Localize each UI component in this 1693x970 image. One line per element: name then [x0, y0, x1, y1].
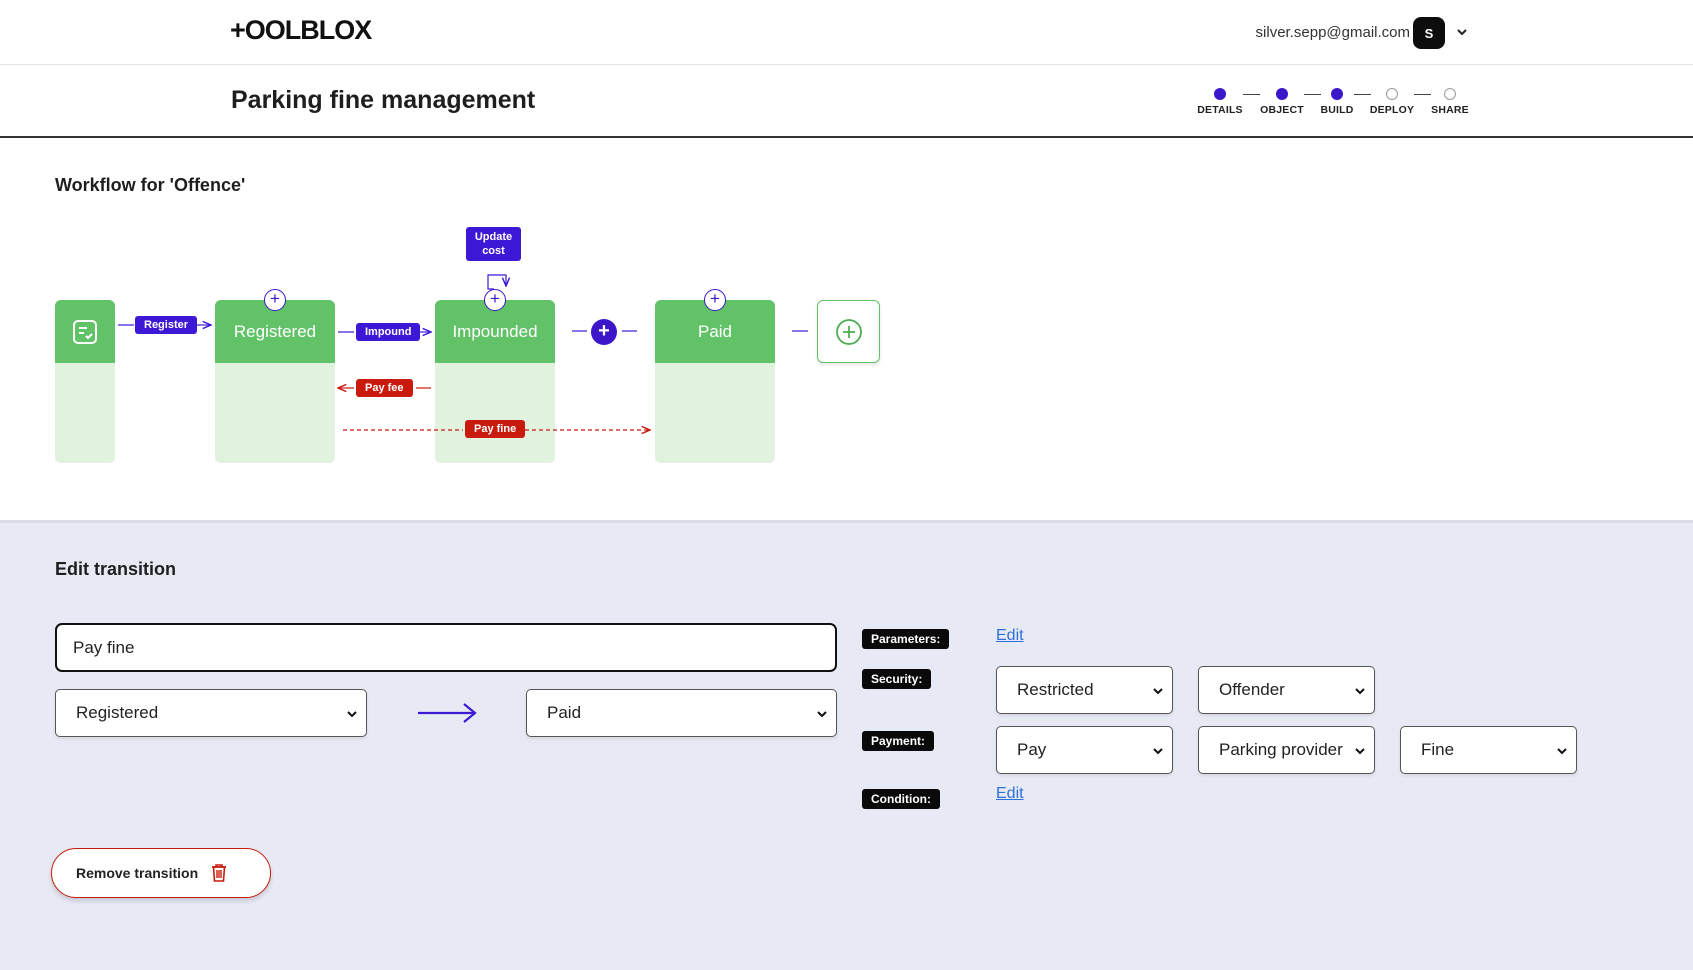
- security-type-select[interactable]: Restricted: [996, 666, 1173, 714]
- arrow-right-icon: [418, 703, 477, 723]
- start-node[interactable]: [55, 300, 115, 463]
- chevron-down-icon: [1557, 748, 1567, 755]
- trash-icon: [212, 864, 227, 882]
- app-logo[interactable]: +OOLBLOX: [230, 15, 372, 45]
- security-label: Security:: [862, 669, 932, 689]
- payment-type-value: Pay: [1017, 740, 1047, 759]
- security-role-value: Offender: [1219, 680, 1285, 699]
- transition-update-cost[interactable]: Update cost: [466, 227, 521, 261]
- step-label: DEPLOY: [1369, 104, 1415, 116]
- chevron-down-icon: [1153, 688, 1163, 695]
- step-label: BUILD: [1320, 104, 1354, 116]
- step-dot: [1214, 88, 1226, 100]
- transition-impound[interactable]: Impound: [356, 323, 421, 341]
- condition-label: Condition:: [862, 789, 940, 809]
- to-state-value: Paid: [547, 703, 582, 722]
- step-label: DETAILS: [1197, 104, 1243, 116]
- add-self-transition-icon[interactable]: +: [704, 289, 726, 311]
- transition-register[interactable]: Register: [135, 316, 198, 334]
- security-type-value: Restricted: [1017, 680, 1094, 699]
- chevron-down-icon: [1355, 688, 1365, 695]
- payment-amount-value: Fine: [1421, 740, 1455, 759]
- condition-edit-link[interactable]: Edit: [996, 785, 1024, 802]
- step-details[interactable]: DETAILS: [1190, 88, 1250, 116]
- avatar[interactable]: S: [1413, 17, 1445, 49]
- security-role-select[interactable]: Offender: [1198, 666, 1375, 714]
- transition-name-input[interactable]: [55, 623, 837, 672]
- form-icon: [73, 319, 97, 344]
- chevron-down-icon: [817, 711, 827, 718]
- parameters-edit-link[interactable]: Edit: [996, 627, 1024, 644]
- step-deploy[interactable]: DEPLOY: [1362, 88, 1422, 116]
- edit-transition-panel: Edit transition Registered Paid Paramete…: [0, 520, 1693, 970]
- from-state-select[interactable]: Registered: [55, 689, 367, 737]
- payment-recipient-select[interactable]: Parking provider: [1198, 726, 1375, 774]
- transition-pay-fine[interactable]: Pay fine: [465, 420, 526, 438]
- workflow-title: Workflow for 'Offence': [55, 175, 246, 195]
- step-build[interactable]: BUILD: [1307, 88, 1367, 116]
- step-label: SHARE: [1431, 104, 1469, 116]
- workflow-canvas: Workflow for 'Offence' Registered + Impo…: [0, 139, 1693, 520]
- plus-icon: [835, 318, 862, 345]
- state-paid[interactable]: Paid: [655, 300, 775, 463]
- payment-label: Payment:: [862, 731, 935, 751]
- title-bar: Parking fine management DETAILS OBJECT B…: [0, 66, 1693, 138]
- step-dot: [1386, 88, 1398, 100]
- from-state-value: Registered: [76, 703, 159, 722]
- payment-recipient-value: Parking provider: [1219, 740, 1343, 759]
- progress-stepper: DETAILS OBJECT BUILD DEPLOY SHARE: [1190, 88, 1480, 128]
- step-share[interactable]: SHARE: [1420, 88, 1480, 116]
- add-transition-icon[interactable]: +: [591, 319, 617, 345]
- chevron-down-icon: [347, 711, 357, 718]
- step-connector: [1243, 94, 1260, 95]
- add-self-transition-icon[interactable]: +: [484, 289, 506, 311]
- parameters-label: Parameters:: [862, 629, 950, 649]
- chevron-down-icon[interactable]: [1455, 25, 1469, 39]
- step-dot: [1276, 88, 1288, 100]
- step-object[interactable]: OBJECT: [1252, 88, 1312, 116]
- step-dot: [1444, 88, 1456, 100]
- add-state-button[interactable]: [817, 300, 880, 363]
- add-self-transition-icon[interactable]: +: [264, 289, 286, 311]
- page-title: Parking fine management: [231, 86, 536, 114]
- edit-transition-title: Edit transition: [55, 559, 176, 579]
- chevron-down-icon: [1354, 745, 1366, 757]
- to-state-select[interactable]: Paid: [526, 689, 837, 737]
- step-connector: [1304, 94, 1321, 95]
- start-node-head: [55, 300, 115, 363]
- top-bar: +OOLBLOX silver.sepp@gmail.com S: [0, 0, 1693, 65]
- step-label: OBJECT: [1260, 104, 1304, 116]
- step-dot: [1331, 88, 1343, 100]
- user-email: silver.sepp@gmail.com: [1255, 24, 1410, 41]
- payment-amount-select[interactable]: Fine: [1400, 726, 1577, 774]
- transition-pay-fee[interactable]: Pay fee: [356, 379, 413, 397]
- step-connector: [1354, 94, 1371, 95]
- remove-transition-button[interactable]: Remove transition: [51, 848, 271, 898]
- payment-type-select[interactable]: Pay: [996, 726, 1173, 774]
- chevron-down-icon: [1153, 748, 1163, 755]
- remove-transition-label: Remove transition: [76, 865, 199, 881]
- transition-lines: [118, 274, 808, 520]
- step-connector: [1414, 94, 1431, 95]
